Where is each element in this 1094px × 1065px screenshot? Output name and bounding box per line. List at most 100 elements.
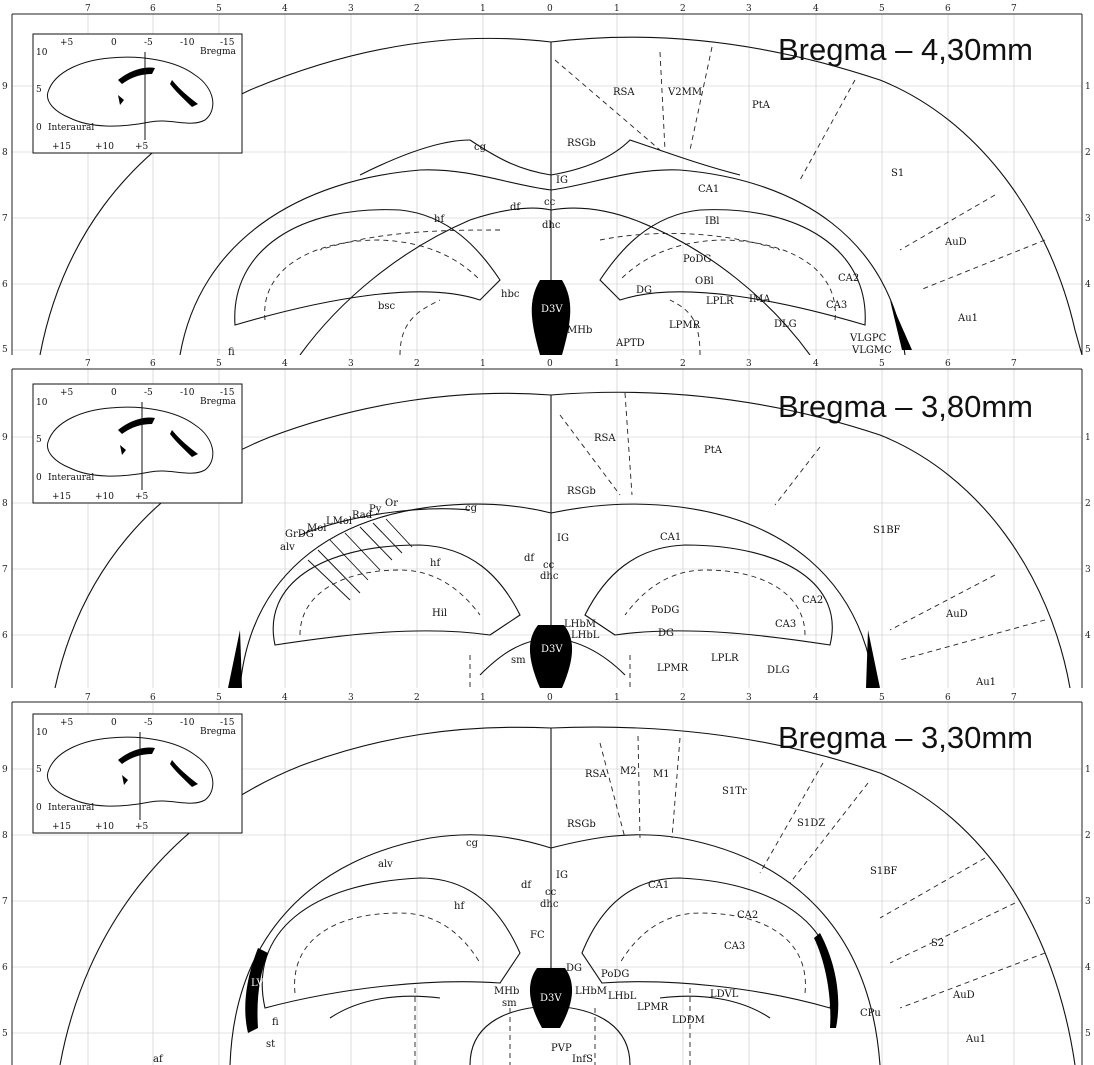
region-label: LPMR: [657, 663, 689, 674]
region-label: bsc: [378, 301, 396, 312]
inset-bregma-label: Bregma: [200, 727, 237, 737]
region-label: GrDG: [285, 529, 314, 540]
inset-left-tick: 10: [36, 48, 48, 58]
region-label: DG: [566, 963, 582, 974]
inset-bottom-tick: +10: [95, 142, 114, 152]
region-label: Rad: [352, 510, 373, 521]
top-tick: 7: [85, 4, 91, 14]
region-label: df: [510, 202, 521, 213]
inset-tick: 0: [111, 718, 117, 728]
region-label: RSA: [594, 433, 616, 444]
side-axis-numbers: 9 8 7 6 5 1 2 3 4 5: [2, 82, 1091, 355]
region-label: S1BF: [873, 525, 901, 536]
region-label: MHb: [567, 325, 592, 336]
region-label: CA2: [737, 910, 758, 921]
top-tick: 5: [879, 693, 885, 703]
right-tick: 1: [1085, 433, 1091, 443]
inset-bottom-tick: +10: [95, 492, 114, 502]
top-axis-numbers: 7 6 5 4 3 2 1 0 1 2 3 4 5 6 7: [85, 693, 1017, 703]
inset-tick: 0: [111, 38, 117, 48]
region-label: cg: [465, 503, 478, 514]
inset-tick: +5: [60, 388, 74, 398]
inset-interaural-label: Interaural: [48, 123, 94, 133]
right-tick: 2: [1085, 148, 1091, 158]
region-label: DG: [636, 285, 652, 296]
region-label: CA1: [648, 880, 669, 891]
region-label: sm: [502, 998, 517, 1009]
region-label: VLGMC: [851, 345, 892, 355]
brain-dashed-lines: [294, 735, 1046, 1065]
top-tick: 1: [614, 4, 620, 14]
region-label: cc: [545, 887, 557, 898]
top-tick: 1: [480, 4, 486, 14]
region-label: CA3: [724, 941, 745, 952]
top-tick: 4: [813, 693, 819, 703]
right-tick: 2: [1085, 499, 1091, 509]
inset-left-tick: 0: [36, 473, 42, 483]
inset-left-tick: 10: [36, 728, 48, 738]
top-tick: 0: [547, 359, 553, 369]
region-label: S1BF: [870, 866, 898, 877]
side-axis-numbers: 9 8 7 6 1 2 3 4: [2, 433, 1091, 641]
region-label: OBl: [695, 276, 714, 287]
ventricle-d3v: [228, 625, 880, 688]
left-tick: 8: [2, 831, 8, 841]
sagittal-inset: +5 0 -5 -10 -15 Bregma 10 5 0 Interaural…: [32, 713, 243, 834]
top-tick: 1: [480, 359, 486, 369]
top-tick: 6: [945, 359, 951, 369]
top-tick: 3: [348, 359, 354, 369]
region-label: cg: [474, 142, 487, 153]
side-axis-numbers: 9 8 7 6 5 1 2 3 4 5: [2, 765, 1091, 1039]
region-label: dhc: [542, 220, 561, 231]
top-tick: 2: [414, 4, 420, 14]
region-label: Au1: [965, 1034, 986, 1045]
brain-dashed-lines: [299, 392, 1046, 688]
region-label: D3V: [540, 993, 562, 1004]
brain-dashed-lines: [264, 46, 1046, 355]
region-label: LPMR: [637, 1002, 669, 1013]
region-label: D3V: [541, 644, 563, 655]
right-tick: 1: [1085, 765, 1091, 775]
region-label: D3V: [541, 304, 563, 315]
top-tick: 1: [614, 693, 620, 703]
bregma-title: Bregma – 4,30mm: [778, 32, 1033, 67]
right-tick: 2: [1085, 831, 1091, 841]
top-tick: 2: [680, 359, 686, 369]
right-tick: 3: [1085, 214, 1091, 224]
inset-left-tick: 10: [36, 398, 48, 408]
atlas-panel-1-drawing: 7 6 5 4 3 2 1 0 1 2 3 4 5 6 7 9 8 7 6 5 …: [2, 4, 1091, 355]
region-label: M2: [620, 766, 637, 777]
left-tick: 6: [2, 631, 8, 641]
top-tick: 7: [85, 359, 91, 369]
region-label: LMol: [326, 516, 352, 527]
region-label: fi: [228, 347, 235, 355]
inset-tick: -15: [220, 38, 235, 48]
right-tick: 4: [1085, 963, 1091, 973]
region-label: df: [524, 553, 535, 564]
top-axis-numbers: 7 6 5 4 3 2 1 0 1 2 3 4 5 6 7: [85, 4, 1017, 14]
region-label: cc: [543, 560, 555, 571]
right-tick: 5: [1085, 1029, 1091, 1039]
top-tick: 7: [1011, 693, 1017, 703]
region-label: PVP: [551, 1043, 572, 1054]
inset-tick: -5: [144, 388, 153, 398]
region-label: af: [153, 1054, 164, 1065]
inset-bottom-tick: +10: [95, 822, 114, 832]
region-label: PoDG: [651, 605, 679, 616]
region-label: hf: [454, 901, 465, 912]
region-label: S1DZ: [797, 818, 825, 829]
inset-tick: -5: [144, 718, 153, 728]
region-label: CA3: [775, 619, 796, 630]
region-label: CA2: [838, 273, 859, 284]
region-label: IBl: [705, 216, 720, 227]
region-label: CA2: [802, 595, 823, 606]
inset-bottom-tick: +5: [135, 142, 149, 152]
top-tick: 1: [480, 693, 486, 703]
inset-interaural-label: Interaural: [48, 803, 94, 813]
bregma-title: Bregma – 3,30mm: [778, 720, 1033, 755]
top-tick: 5: [216, 4, 222, 14]
ventricle-d3v: [245, 933, 839, 1033]
region-label: S1Tr: [722, 786, 747, 797]
region-label: CA3: [826, 300, 847, 311]
top-tick: 2: [414, 359, 420, 369]
